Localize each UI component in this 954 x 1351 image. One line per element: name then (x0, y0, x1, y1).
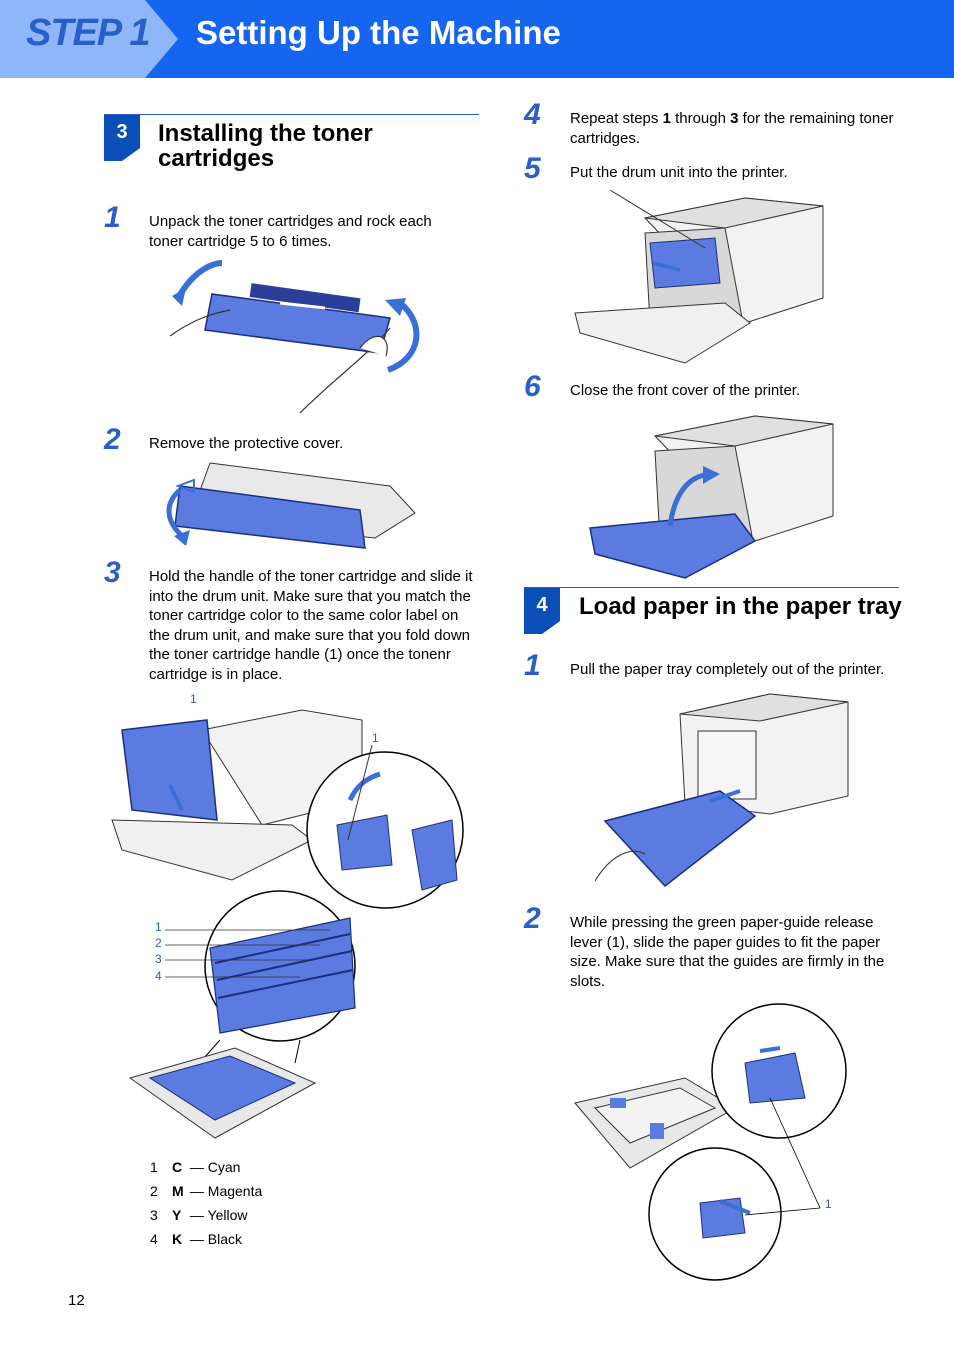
paper-guide-illustration (574, 1003, 847, 1281)
s3-step-1-number: 1 (104, 201, 121, 234)
callout-handle-a: 1 (190, 692, 197, 706)
s3-step-3-number: 3 (104, 556, 121, 589)
page-title: Setting Up the Machine (196, 14, 561, 51)
legend-letter: C (172, 1159, 183, 1175)
insert-toner-illustration (111, 709, 464, 909)
callout-slot-2: 2 (155, 936, 162, 950)
legend-color: — Black (189, 1231, 243, 1247)
s4-step-1-number: 1 (524, 649, 541, 682)
callout-slot-3: 3 (155, 952, 162, 966)
legend-letter: M (172, 1183, 184, 1199)
section-3-rule (104, 114, 479, 115)
legend-letter: K (172, 1231, 183, 1247)
legend-number: 2 (150, 1183, 158, 1199)
legend-letter: Y (172, 1207, 182, 1223)
callout-slot-4: 4 (155, 969, 162, 983)
pull-paper-tray-illustration (594, 693, 849, 888)
legend-color: — Cyan (189, 1159, 241, 1175)
drum-slots-illustration (128, 890, 356, 1139)
close-front-cover-illustration (589, 415, 834, 579)
section-4-badge: 4 (524, 588, 560, 634)
step-4-text: Repeat steps 1 through 3 for the remaini… (570, 110, 894, 147)
s4-step-2-number: 2 (524, 902, 541, 935)
protective-cover-illustration (166, 462, 416, 549)
callout-release-lever: 1 (825, 1197, 832, 1211)
drum-into-printer-illustration (574, 189, 824, 364)
step-label: STEP 1 (26, 12, 151, 54)
step-6-number: 6 (524, 370, 541, 403)
legend-color: — Magenta (189, 1183, 263, 1199)
step-6-text: Close the front cover of the printer. (570, 382, 801, 399)
section-4-title: Load paper in the paper tray (579, 593, 902, 620)
page-number: 12 (68, 1292, 85, 1309)
section-4-rule (524, 587, 899, 588)
s3-step-1-text: Unpack the toner cartridges and rock eac… (149, 213, 432, 250)
s4-step-2-text: While pressing the green paper-guide rel… (570, 914, 885, 990)
callout-handle-b: 1 (372, 731, 379, 745)
callout-slot-1: 1 (155, 920, 162, 934)
step-tab-shape (0, 0, 178, 78)
s3-step-2-text: Remove the protective cover. (149, 435, 344, 452)
legend-number: 4 (150, 1231, 158, 1247)
rock-cartridge-illustration (169, 260, 420, 414)
step-5-text: Put the drum unit into the printer. (570, 164, 788, 181)
step-4-number: 4 (524, 98, 541, 131)
section-3-title-line2: cartridges (158, 145, 275, 172)
s3-step-2-number: 2 (104, 423, 121, 456)
legend-number: 1 (150, 1159, 158, 1175)
s4-step-1-text: Pull the paper tray completely out of th… (570, 661, 885, 678)
step-5-number: 5 (524, 152, 541, 185)
s3-step-3-text: Hold the handle of the toner cartridge a… (149, 568, 473, 683)
section-3-title-line1: Installing the toner (158, 120, 373, 147)
section-3-badge: 3 (104, 115, 140, 161)
legend-color: — Yellow (189, 1207, 248, 1223)
legend-number: 3 (150, 1207, 158, 1223)
